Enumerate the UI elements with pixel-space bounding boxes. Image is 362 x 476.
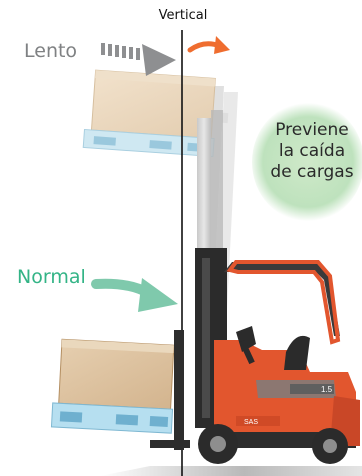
dashed-arrow-icon [101, 43, 176, 76]
curved-arrow-icon [91, 278, 178, 312]
prevent-line-1: Previene [275, 120, 349, 140]
fork-tines [150, 330, 190, 450]
forklift-icon [198, 260, 360, 464]
vertical-label: Vertical [158, 8, 208, 23]
prevent-badge [252, 102, 362, 222]
prevent-badge-text: Previene la caída de cargas [260, 120, 362, 183]
prevent-line-3: de cargas [270, 162, 354, 182]
lower-load [50, 338, 175, 434]
tilt-arrow-icon [187, 36, 230, 54]
floor-shadow [100, 466, 362, 476]
prevent-line-2: la caída [278, 141, 346, 161]
normal-label: Normal [17, 266, 86, 288]
lento-label: Lento [24, 40, 78, 62]
